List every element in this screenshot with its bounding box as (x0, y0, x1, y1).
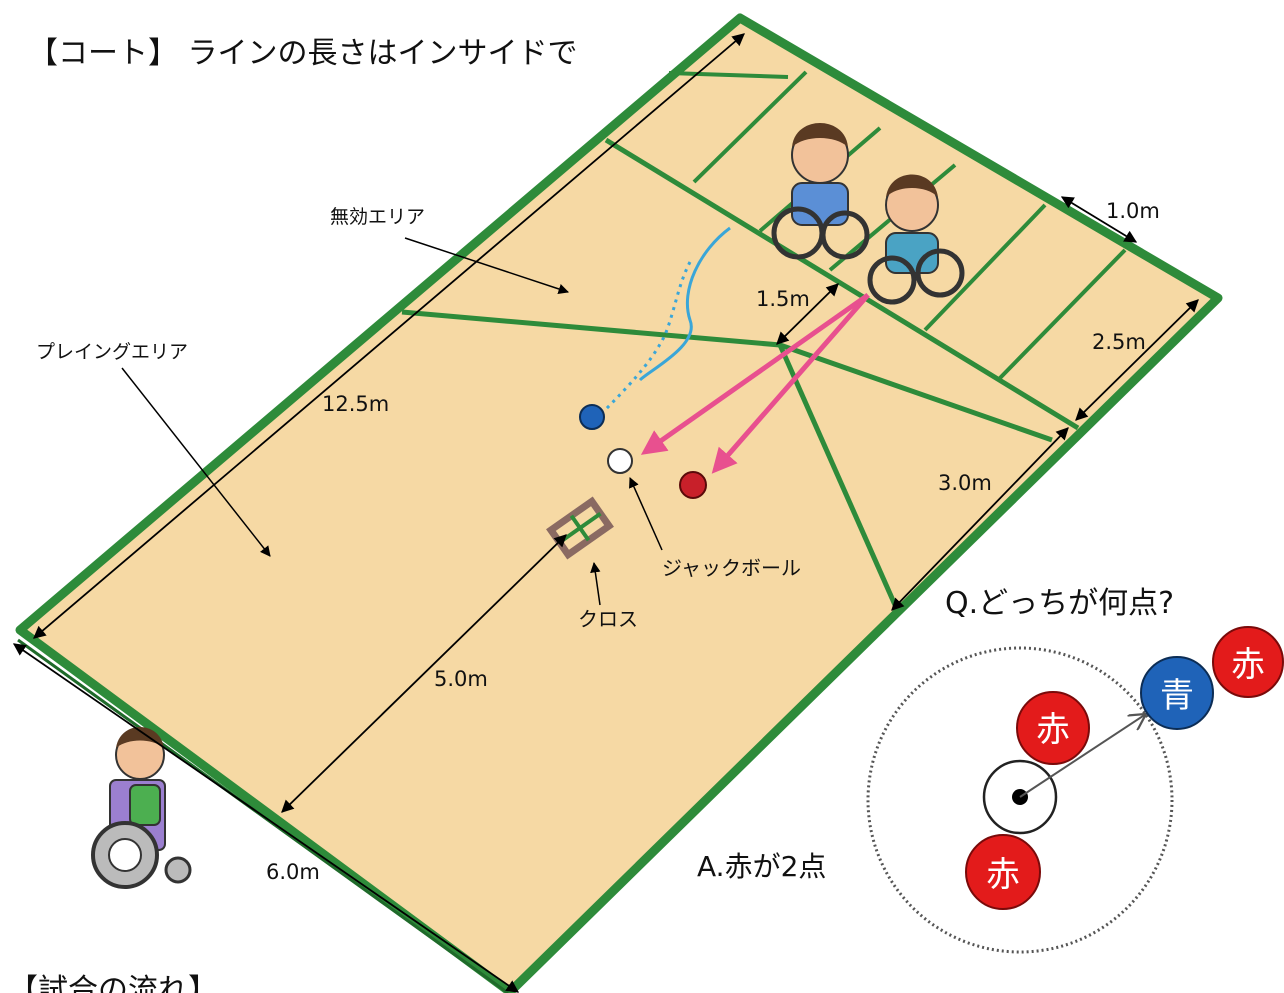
measure-2-5m-label: 2.5m (1092, 330, 1146, 354)
pointer-cross (590, 561, 601, 606)
arrow-12-5m (33, 33, 745, 639)
red-ball (679, 471, 707, 499)
quiz-red-ball-far-label: 赤 (1231, 645, 1265, 685)
quiz-red-ball-bottom-label: 赤 (986, 855, 1020, 895)
blue-ball (579, 404, 605, 430)
pointer-playing-area (121, 367, 271, 557)
quiz-blue-ball: 青 (1140, 656, 1214, 730)
measurement-arrows (12, 33, 1199, 993)
label-pointers (121, 237, 663, 606)
playing-area-label: プレイングエリア (36, 341, 188, 363)
box-divider-line (923, 203, 1047, 332)
arrow-1-0m (1060, 196, 1138, 243)
quiz-red-ball-bottom: 赤 (965, 834, 1041, 910)
arrow-2-5m (1075, 299, 1199, 421)
quiz-distance-arrow (1019, 714, 1146, 798)
header-title: 【コート】 ラインの長さはインサイドで (28, 36, 578, 71)
wheelchair-player-figure (91, 727, 192, 889)
arrow-6-0m (12, 643, 520, 993)
jack-ball-label: ジャックボール (662, 556, 801, 580)
measure-5-0m-label: 5.0m (434, 667, 488, 691)
arrow-3-0m (891, 427, 1069, 611)
quiz-blue-ball-label: 青 (1160, 676, 1194, 716)
arrow-1-5m (776, 283, 839, 345)
jack-ball (607, 448, 633, 474)
measure-1-0m-label: 1.0m (1106, 199, 1160, 223)
court (15, 13, 1223, 993)
quiz-question: Q.どっちが何点? (945, 586, 1174, 621)
quiz-distance-circle (866, 646, 1174, 954)
footer-title: 【試合の流れ】 (8, 973, 218, 993)
measure-3-0m-label: 3.0m (938, 471, 992, 495)
measure-1-5m-label: 1.5m (756, 287, 810, 311)
pointer-jack-ball (629, 477, 663, 551)
box-divider-line (998, 248, 1127, 380)
court-floor (15, 13, 1223, 993)
quiz-red-ball-near-label: 赤 (1036, 710, 1070, 750)
quiz-red-ball-far: 赤 (1212, 626, 1284, 698)
quiz-illustration: 赤 赤 青 赤 (866, 626, 1284, 954)
cross-label: クロス (578, 607, 638, 631)
quiz-red-ball-near: 赤 (1016, 691, 1090, 765)
quiz-answer: A.赤が2点 (697, 850, 826, 883)
invalid-area-label: 無効エリア (330, 206, 425, 228)
v-line-lower (777, 343, 898, 607)
player-figure (867, 174, 965, 305)
arrow-5-0m (281, 534, 567, 813)
measure-6-0m-label: 6.0m (266, 860, 320, 884)
measure-12-5m-label: 12.5m (322, 392, 389, 416)
pointer-invalid-area (404, 237, 569, 295)
player-figure (771, 123, 870, 260)
